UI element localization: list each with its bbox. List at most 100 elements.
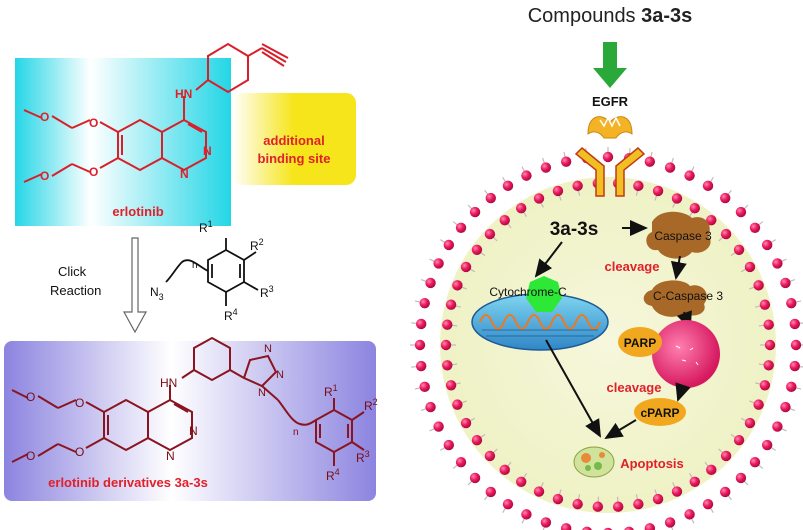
triazole-n-3: N [258, 387, 266, 399]
compounds-title: Compounds 3a-3s [528, 5, 693, 27]
deriv-r4-label: R4 [326, 467, 340, 483]
deriv-r2-label: R2 [364, 397, 378, 413]
lipid-head [644, 523, 656, 530]
lipid-head [415, 318, 427, 330]
lipid-head [744, 261, 756, 273]
deriv-atom-n-1: N [189, 424, 198, 438]
deriv-atom-hn: HN [160, 376, 177, 390]
deriv-atom-o-3: O [75, 445, 84, 459]
lipid-head [445, 380, 457, 391]
r4-label: R4 [224, 307, 238, 323]
lipid-head [521, 170, 532, 181]
lipid-head [772, 258, 783, 269]
lipid-head [484, 228, 496, 240]
deriv-r1-label: R1 [324, 383, 338, 399]
erlotinib-label: erlotinib [112, 204, 163, 219]
atom-n-1: N [203, 144, 212, 158]
lipid-head [455, 222, 467, 233]
lipid-head [499, 214, 510, 226]
lipid-head [440, 339, 452, 351]
lipid-head [789, 318, 801, 330]
lipid-head [452, 280, 463, 291]
lipid-head [612, 501, 624, 512]
mitochondrion [471, 293, 609, 351]
lipid-head [471, 244, 483, 255]
lipid-head [485, 192, 496, 204]
lipid-head [753, 280, 764, 291]
lipid-head [521, 509, 532, 520]
atom-o-2: O [40, 110, 49, 124]
reaction-label: Reaction [50, 283, 101, 298]
lipid-head [560, 523, 572, 530]
lipid-head [744, 417, 756, 429]
lipid-head [759, 380, 771, 391]
arrow-parp-cleavage [675, 382, 691, 402]
lipid-head [684, 170, 695, 181]
parp-cell [652, 320, 720, 388]
erlotinib-structure [23, 42, 289, 183]
cytochrome-label: Cytochrome-C [489, 285, 567, 299]
derivatives-label: erlotinib derivatives 3a-3s [48, 475, 208, 490]
parp-label: PARP [624, 336, 656, 350]
lipid-head [582, 526, 592, 530]
lipid-head [442, 319, 453, 330]
cell-membrane [410, 147, 803, 530]
lipid-head [720, 228, 732, 240]
r2-label: R2 [250, 237, 264, 253]
atom-n-2: N [180, 167, 189, 181]
lipid-head [533, 486, 545, 497]
caspase3-label: Caspase 3 [654, 229, 712, 243]
lipid-head [733, 435, 745, 446]
lipid-head [763, 319, 774, 330]
lipid-head [485, 486, 496, 498]
lipid-head [433, 421, 444, 432]
lipid-head [780, 277, 791, 289]
lipid-head [761, 239, 773, 251]
lipid-head [419, 297, 430, 309]
c-caspase3-blob [643, 280, 707, 317]
arrow-to-cytochrome [534, 241, 563, 278]
lipid-head [592, 501, 604, 512]
atom-o-3: O [89, 165, 98, 179]
derivative-structure [11, 336, 365, 466]
lipid-head [499, 464, 510, 476]
binding-site-line1: additional [263, 133, 324, 148]
arrow-mito-apoptosis [545, 339, 601, 438]
cleavage-label-2: cleavage [607, 380, 662, 395]
lipid-head [572, 498, 583, 510]
lipid-head [425, 277, 436, 289]
lipid-head [484, 450, 496, 462]
lipid-head [684, 509, 695, 520]
lipid-head [702, 498, 714, 510]
lipid-head [671, 486, 683, 497]
lipid-head [469, 472, 481, 484]
triazole-n-2: N [276, 369, 284, 381]
lipid-head [749, 457, 761, 468]
lipid-head [455, 457, 467, 468]
lipid-head [419, 381, 430, 393]
reaction-arrow [122, 237, 148, 334]
lipid-head [720, 450, 732, 462]
compound-label: 3a-3s [550, 219, 599, 240]
lipid-head [425, 401, 436, 413]
lipid-head [471, 435, 483, 446]
azide-reagent-structure [165, 238, 259, 306]
lipid-head [664, 517, 676, 528]
lipid-head [533, 193, 545, 204]
egfr-label: EGFR [592, 94, 629, 109]
lipid-head [433, 258, 444, 269]
lipid-head [706, 464, 717, 476]
lipid-head [689, 476, 701, 487]
n-index-label: n [192, 260, 198, 271]
caspase3-blob [646, 211, 711, 259]
c-caspase3-label: C-Caspase 3 [653, 289, 723, 303]
lipid-head [502, 498, 514, 510]
lipid-head [763, 360, 774, 371]
lipid-head [460, 261, 472, 273]
lipid-head [702, 180, 714, 192]
apoptosis-label: Apoptosis [620, 456, 684, 471]
lipid-head [603, 527, 613, 530]
lipid-head [460, 417, 472, 429]
lipid-head [452, 399, 463, 410]
